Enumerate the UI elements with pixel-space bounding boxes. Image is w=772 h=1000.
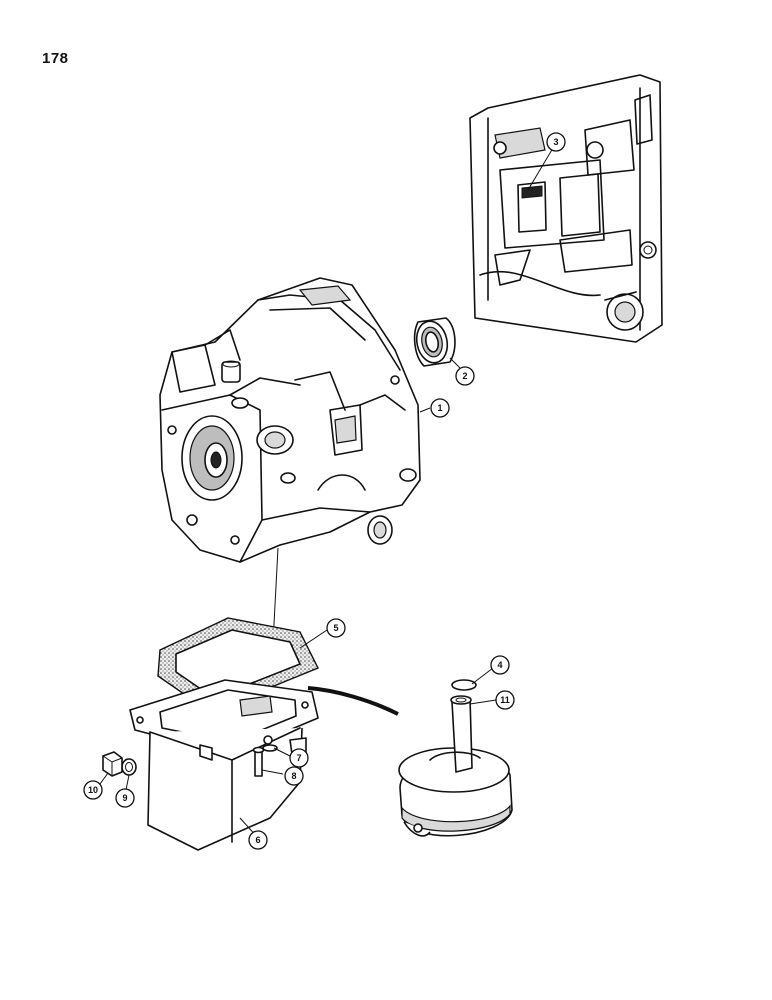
callout-10: 10: [83, 780, 103, 800]
callout-2: 2: [455, 366, 475, 386]
svg-text:11: 11: [500, 695, 510, 705]
svg-text:6: 6: [255, 835, 260, 845]
svg-text:2: 2: [462, 371, 467, 381]
callout-8: 8: [284, 766, 304, 786]
bearing-part: [413, 317, 456, 367]
oil-pan-part: [129, 679, 319, 851]
svg-text:9: 9: [122, 793, 127, 803]
dipstick-line: [307, 686, 399, 716]
svg-text:5: 5: [333, 623, 338, 633]
callout-4: 4: [490, 655, 510, 675]
callouts: 1 2 3 4 5 6 7 8 9 10 11: [83, 132, 566, 850]
callout-5: 5: [326, 618, 346, 638]
oil-filter-part: [398, 695, 513, 837]
callout-7: 7: [289, 748, 309, 768]
callout-9: 9: [115, 788, 135, 808]
drain-plug-assembly: [102, 751, 137, 777]
svg-text:1: 1: [437, 403, 442, 413]
svg-text:7: 7: [296, 753, 301, 763]
callout-11: 11: [495, 690, 515, 710]
o-ring-part: [451, 679, 477, 691]
page-number: 178: [42, 50, 69, 67]
callout-3: 3: [546, 132, 566, 152]
svg-text:3: 3: [553, 137, 558, 147]
svg-text:10: 10: [88, 785, 98, 795]
bolt-and-washer: [252, 744, 278, 777]
callout-6: 6: [248, 830, 268, 850]
svg-text:4: 4: [497, 660, 502, 670]
svg-text:8: 8: [291, 771, 296, 781]
rear-housing-section: [469, 74, 663, 343]
transmission-case: [159, 277, 421, 563]
callout-1: 1: [430, 398, 450, 418]
